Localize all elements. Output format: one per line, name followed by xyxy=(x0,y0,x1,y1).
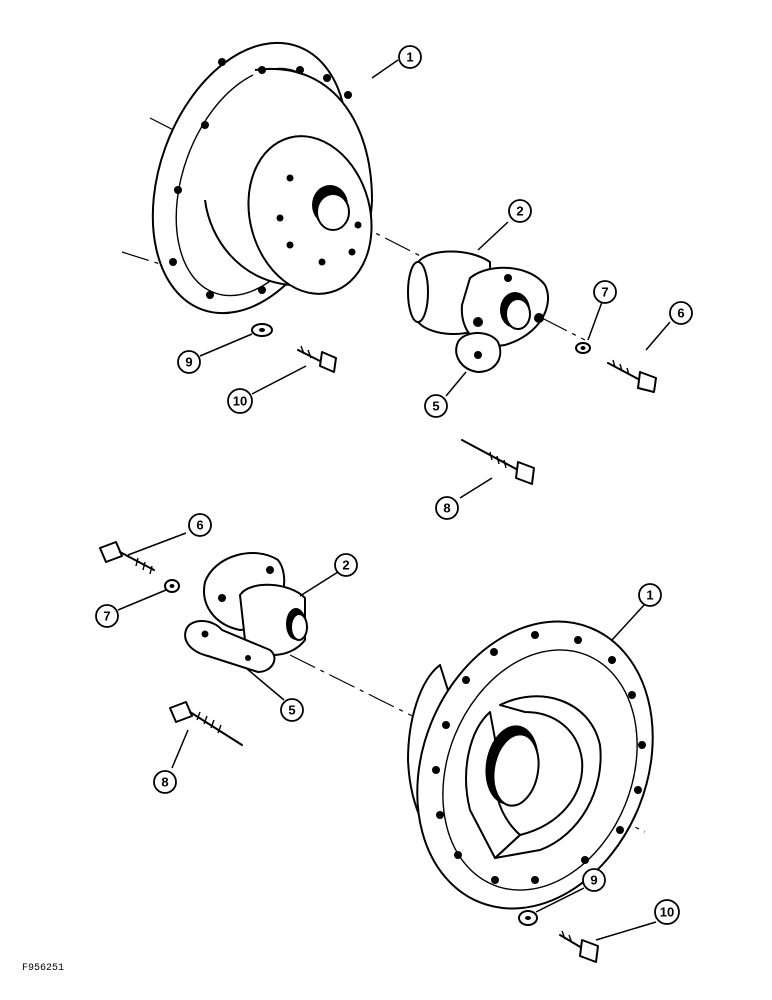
callout-label: 1 xyxy=(646,588,653,603)
top-bolt-6 xyxy=(607,359,657,393)
callout-label: 5 xyxy=(288,703,295,718)
top-washer-9 xyxy=(251,323,273,337)
bottom-coupling-hub xyxy=(203,552,308,656)
top-axis-centerline-lower xyxy=(121,251,161,265)
callout-top-hub: 2 xyxy=(508,199,532,223)
callout-top-flange: 1 xyxy=(398,45,422,69)
callout-label: 2 xyxy=(342,558,349,573)
callout-bottom-pin: 8 xyxy=(153,770,177,794)
callout-top-bolt-lower: 10 xyxy=(227,388,253,414)
callout-bottom-bolt-lower: 10 xyxy=(654,899,680,925)
bottom-clamp-half xyxy=(184,620,276,673)
callout-label: 9 xyxy=(185,355,192,370)
top-flange-housing xyxy=(151,41,373,315)
callout-label: 10 xyxy=(660,905,674,920)
bottom-bolt-10 xyxy=(559,930,599,963)
top-bolt-10 xyxy=(297,345,337,373)
top-washer-7 xyxy=(575,342,591,354)
bottom-washer-7 xyxy=(164,579,180,593)
callout-top-washer-lower: 9 xyxy=(177,350,201,374)
leader-lines xyxy=(117,59,671,941)
callout-bottom-clamp: 5 xyxy=(280,698,304,722)
callout-top-pin: 8 xyxy=(435,496,459,520)
callout-bottom-washer: 7 xyxy=(95,604,119,628)
callout-label: 6 xyxy=(196,518,203,533)
callout-label: 7 xyxy=(103,609,110,624)
callout-top-clamp: 5 xyxy=(424,394,448,418)
callout-bottom-bolt: 6 xyxy=(188,513,212,537)
callout-label: 5 xyxy=(432,399,439,414)
callout-top-washer: 7 xyxy=(593,280,617,304)
callout-bottom-hub: 2 xyxy=(334,553,358,577)
top-coupling-hub xyxy=(407,250,550,347)
bottom-washer-9 xyxy=(518,910,538,926)
top-pin-8 xyxy=(461,439,535,485)
callout-label: 8 xyxy=(161,775,168,790)
callout-label: 2 xyxy=(516,204,523,219)
bottom-flange-housing xyxy=(407,620,654,910)
callout-bottom-washer-lower: 9 xyxy=(582,868,606,892)
callout-bottom-flange: 1 xyxy=(638,583,662,607)
top-clamp-half xyxy=(455,332,502,373)
bottom-flange-bolt-holes xyxy=(432,631,646,884)
top-flange-bolt-holes xyxy=(169,58,362,299)
callout-top-bolt: 6 xyxy=(669,301,693,325)
callout-label: 10 xyxy=(233,394,247,409)
callout-label: 9 xyxy=(590,873,597,888)
callout-label: 7 xyxy=(601,285,608,300)
bottom-bolt-6 xyxy=(99,541,155,575)
callout-label: 6 xyxy=(677,306,684,321)
callout-label: 8 xyxy=(443,501,450,516)
bottom-pin-8 xyxy=(169,701,243,746)
figure-id: F956251 xyxy=(22,963,64,974)
callout-label: 1 xyxy=(406,50,413,65)
